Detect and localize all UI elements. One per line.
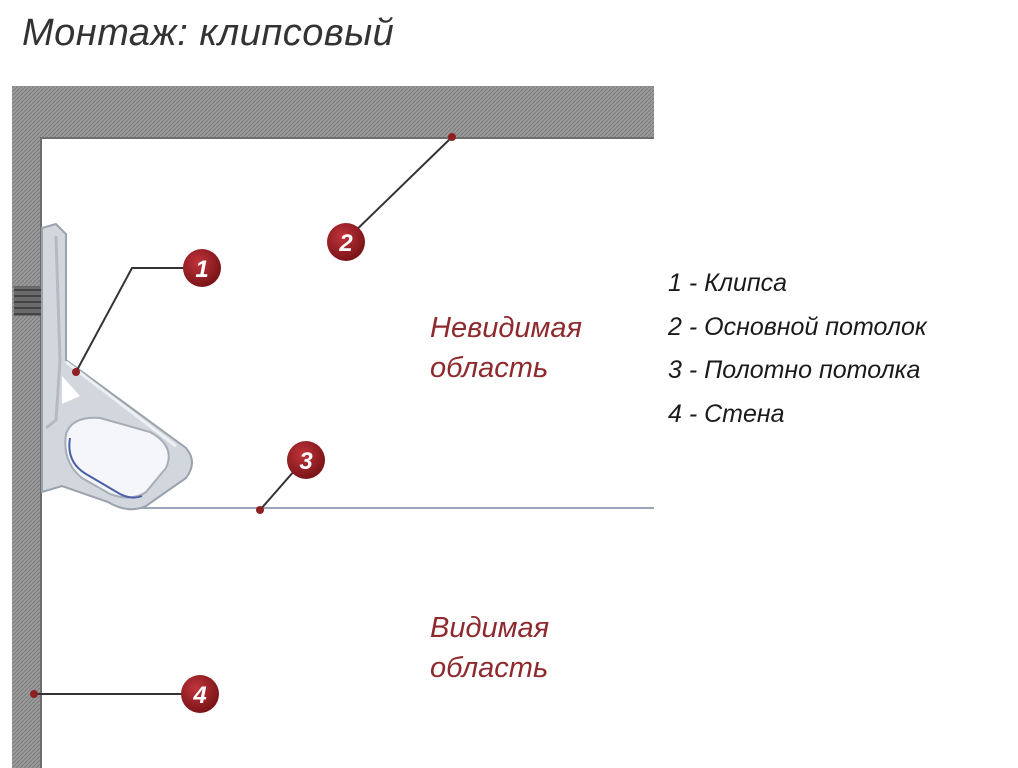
legend-item-main-ceiling: 2 - Основной потолок — [668, 312, 927, 341]
zone-label-line: область — [430, 652, 549, 684]
invisible-zone-label: Невидимая область — [430, 308, 582, 388]
legend-item-clip: 1 - Клипса — [668, 269, 788, 297]
zone-label-line: Видимая — [430, 612, 550, 644]
legend-item-wall: 4 - Стена — [668, 399, 785, 428]
zone-label-line: область — [430, 352, 549, 384]
marker-3: 3 — [287, 441, 325, 479]
main-ceiling — [12, 86, 654, 138]
svg-text:4: 4 — [192, 682, 206, 709]
visible-zone-label: Видимая область — [430, 608, 549, 688]
marker-1: 1 — [183, 249, 221, 287]
legend-item-ceiling-canvas: 3 - Полотно потолка — [668, 356, 921, 384]
wall — [12, 86, 42, 768]
marker-2: 2 — [327, 223, 365, 261]
svg-text:2: 2 — [338, 230, 353, 257]
clip-profile — [41, 222, 193, 511]
legend: 1 - Клипса 2 - Основной потолок 3 - Поло… — [668, 262, 927, 436]
marker-4: 4 — [181, 675, 219, 713]
diagram-title: Монтаж: клипсовый — [22, 12, 395, 54]
svg-text:3: 3 — [299, 448, 313, 475]
leader-lines — [34, 136, 453, 695]
zone-label-line: Невидимая — [430, 312, 582, 344]
svg-text:1: 1 — [195, 256, 208, 283]
